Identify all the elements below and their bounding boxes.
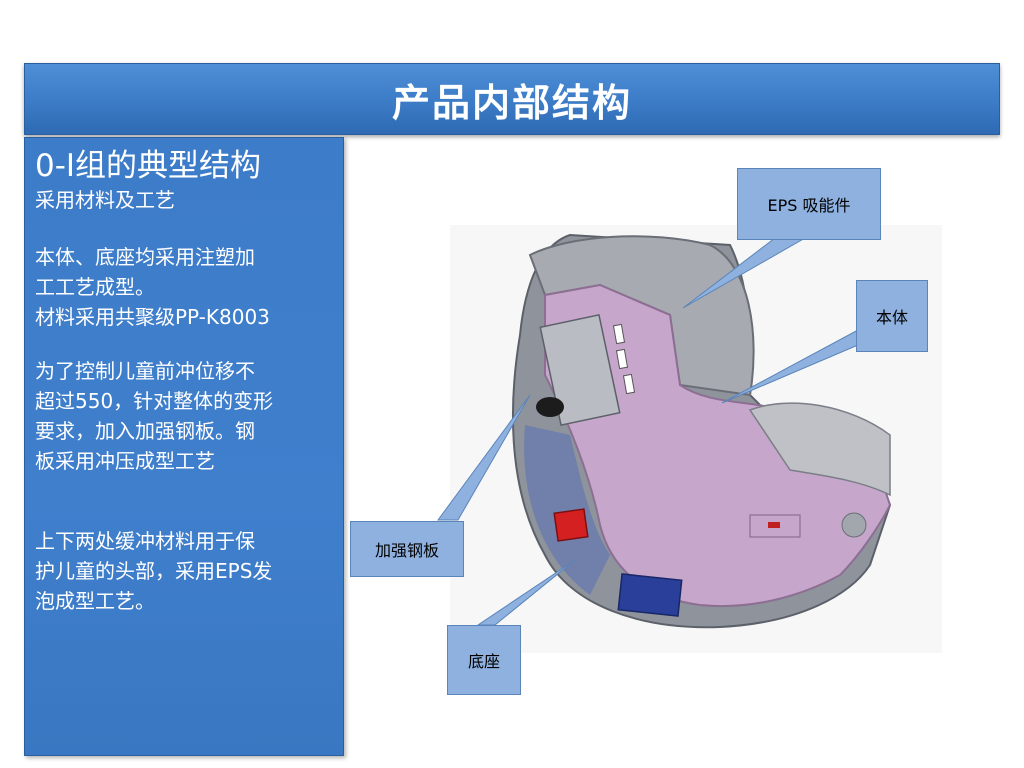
steel-bolt [536, 397, 564, 417]
para3-line2: 护儿童的头部，采用EPS发 [35, 559, 273, 583]
base-blue-block [617, 573, 683, 617]
para1-line1: 本体、底座均采用注塑加 [35, 245, 255, 269]
para2-line2: 超过550，针对整体的变形 [35, 389, 274, 413]
panel-heading: 0-I组的典型结构 [35, 148, 262, 184]
car-seat-illustration [511, 233, 892, 629]
callout-eps: EPS 吸能件 [737, 168, 881, 240]
steel-plate [539, 313, 621, 427]
para1-line3: 材料采用共聚级PP-K8003 [35, 305, 270, 329]
base-blue-shell [524, 425, 610, 595]
panel-subheading: 采用材料及工艺 [35, 188, 175, 212]
para2-line3: 要求，加入加强钢板。钢 [35, 419, 255, 443]
para3-line3: 泡成型工艺。 [35, 589, 155, 613]
para2-line4: 板采用冲压成型工艺 [35, 449, 215, 473]
red-component [553, 508, 589, 542]
para3-line1: 上下两处缓冲材料用于保 [35, 529, 255, 553]
slide-title: 产品内部结构 [391, 80, 632, 125]
title-bar: 产品内部结构 [24, 63, 1000, 135]
callout-base: 底座 [447, 625, 521, 695]
description-panel: 0-I组的典型结构 采用材料及工艺 本体、底座均采用注塑加 工工艺成型。 材料采… [24, 137, 344, 756]
para1-line2: 工工艺成型。 [35, 275, 155, 299]
callout-steel-plate: 加强钢板 [350, 521, 464, 577]
para2-line1: 为了控制儿童前冲位移不 [35, 359, 255, 383]
callout-body: 本体 [856, 280, 928, 352]
